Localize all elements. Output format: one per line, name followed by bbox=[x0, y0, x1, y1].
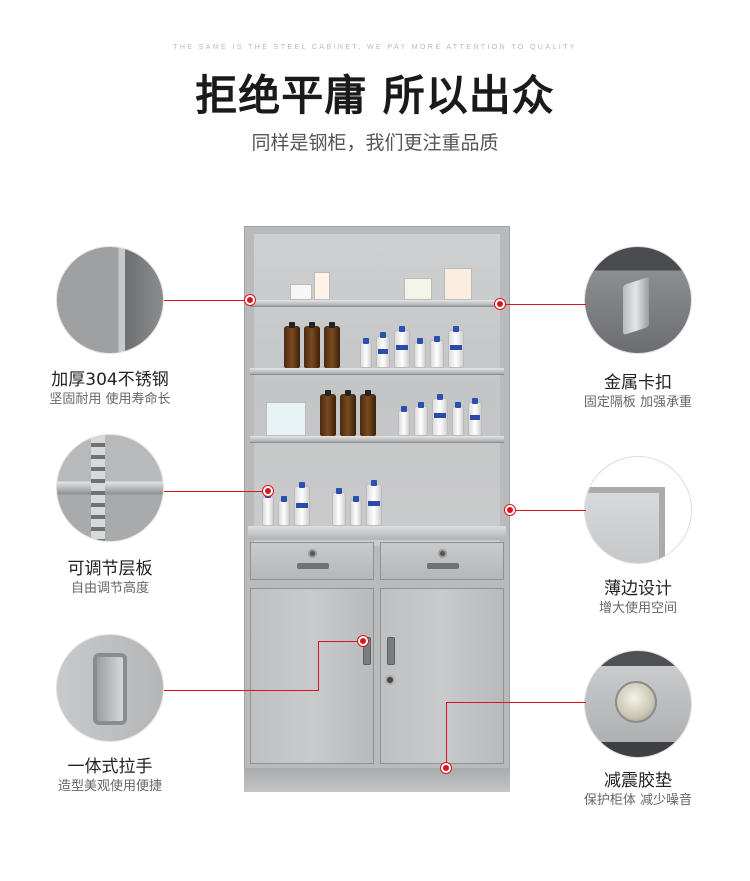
feature-title-shelf: 可调节层板 bbox=[67, 559, 153, 579]
brown-bottle bbox=[304, 322, 320, 368]
white-bottle bbox=[448, 326, 464, 368]
white-bottle bbox=[350, 496, 362, 526]
white-bottle bbox=[278, 496, 290, 526]
white-bottle bbox=[394, 326, 410, 368]
feature-title-clip: 金属卡扣 bbox=[604, 373, 672, 393]
medicine-box bbox=[314, 272, 330, 300]
shelf-3 bbox=[250, 436, 504, 443]
medicine-box bbox=[444, 268, 472, 300]
callout-dot bbox=[245, 295, 255, 305]
white-bottle bbox=[294, 482, 310, 526]
cabinet-plinth bbox=[244, 768, 510, 792]
white-bottle bbox=[452, 402, 464, 436]
medicine-box bbox=[290, 284, 312, 300]
rubber-pad-icon bbox=[584, 650, 692, 758]
white-bottle bbox=[468, 398, 482, 436]
shelf-2 bbox=[250, 368, 504, 375]
brown-bottle bbox=[360, 390, 376, 436]
steel-texture-icon bbox=[56, 246, 164, 354]
callout-line bbox=[164, 690, 319, 691]
white-bottle bbox=[430, 336, 444, 368]
brown-bottle bbox=[284, 322, 300, 368]
white-bottle bbox=[414, 338, 426, 368]
callout-dot bbox=[441, 763, 451, 773]
drawer-right bbox=[380, 542, 504, 580]
medicine-box bbox=[404, 278, 432, 300]
drawer-left bbox=[250, 542, 374, 580]
feature-title-edge: 薄边设计 bbox=[604, 579, 672, 599]
feature-subtitle-clip: 固定隔板 加强承重 bbox=[583, 395, 693, 410]
feature-subtitle-pad: 保护柜体 减少噪音 bbox=[583, 793, 693, 808]
feature-title-handle: 一体式拉手 bbox=[67, 757, 153, 777]
door-left bbox=[250, 588, 374, 764]
feature-subtitle-shelf: 自由调节高度 bbox=[70, 581, 149, 596]
callout-line bbox=[446, 702, 586, 703]
page-headline: 拒绝平庸 所以出众 bbox=[195, 71, 555, 120]
recessed-handle-icon bbox=[56, 634, 164, 742]
page-subheadline: 同样是钢柜，我们更注重品质 bbox=[251, 132, 499, 154]
medicine-box bbox=[266, 402, 306, 436]
callout-line bbox=[164, 300, 250, 301]
english-tagline: THE SAME IS THE STEEL CABINET, WE PAY MO… bbox=[173, 44, 577, 51]
callout-line bbox=[318, 641, 363, 642]
brown-bottle bbox=[324, 322, 340, 368]
callout-line bbox=[446, 702, 447, 768]
feature-title-steel: 加厚304不锈钢 bbox=[51, 370, 169, 390]
brown-bottle bbox=[340, 390, 356, 436]
callout-line bbox=[318, 641, 319, 691]
white-bottle bbox=[360, 338, 372, 368]
callout-line bbox=[500, 304, 586, 305]
callout-dot bbox=[358, 636, 368, 646]
callout-line bbox=[164, 491, 268, 492]
white-bottle bbox=[366, 480, 382, 526]
callout-dot bbox=[263, 486, 273, 496]
white-bottle bbox=[262, 492, 274, 526]
feature-subtitle-steel: 坚固耐用 使用寿命长 bbox=[49, 392, 171, 407]
white-bottle bbox=[432, 394, 448, 436]
feature-subtitle-handle: 造型美观使用便捷 bbox=[57, 779, 162, 794]
callout-dot bbox=[495, 299, 505, 309]
feature-title-pad: 减震胶垫 bbox=[604, 771, 672, 791]
brown-bottle bbox=[320, 390, 336, 436]
white-bottle bbox=[398, 406, 410, 436]
steel-cabinet-illustration bbox=[244, 226, 510, 792]
thin-edge-icon bbox=[584, 456, 692, 564]
shelf-1 bbox=[250, 300, 504, 307]
white-bottle bbox=[332, 488, 346, 526]
cabinet-counter-top bbox=[248, 526, 506, 540]
callout-line bbox=[510, 510, 586, 511]
feature-subtitle-edge: 增大使用空间 bbox=[598, 601, 677, 616]
white-bottle bbox=[376, 332, 390, 368]
door-right bbox=[380, 588, 504, 764]
callout-dot bbox=[505, 505, 515, 515]
metal-clip-icon bbox=[584, 246, 692, 354]
white-bottle bbox=[414, 402, 428, 436]
adjustable-shelf-icon bbox=[56, 434, 164, 542]
